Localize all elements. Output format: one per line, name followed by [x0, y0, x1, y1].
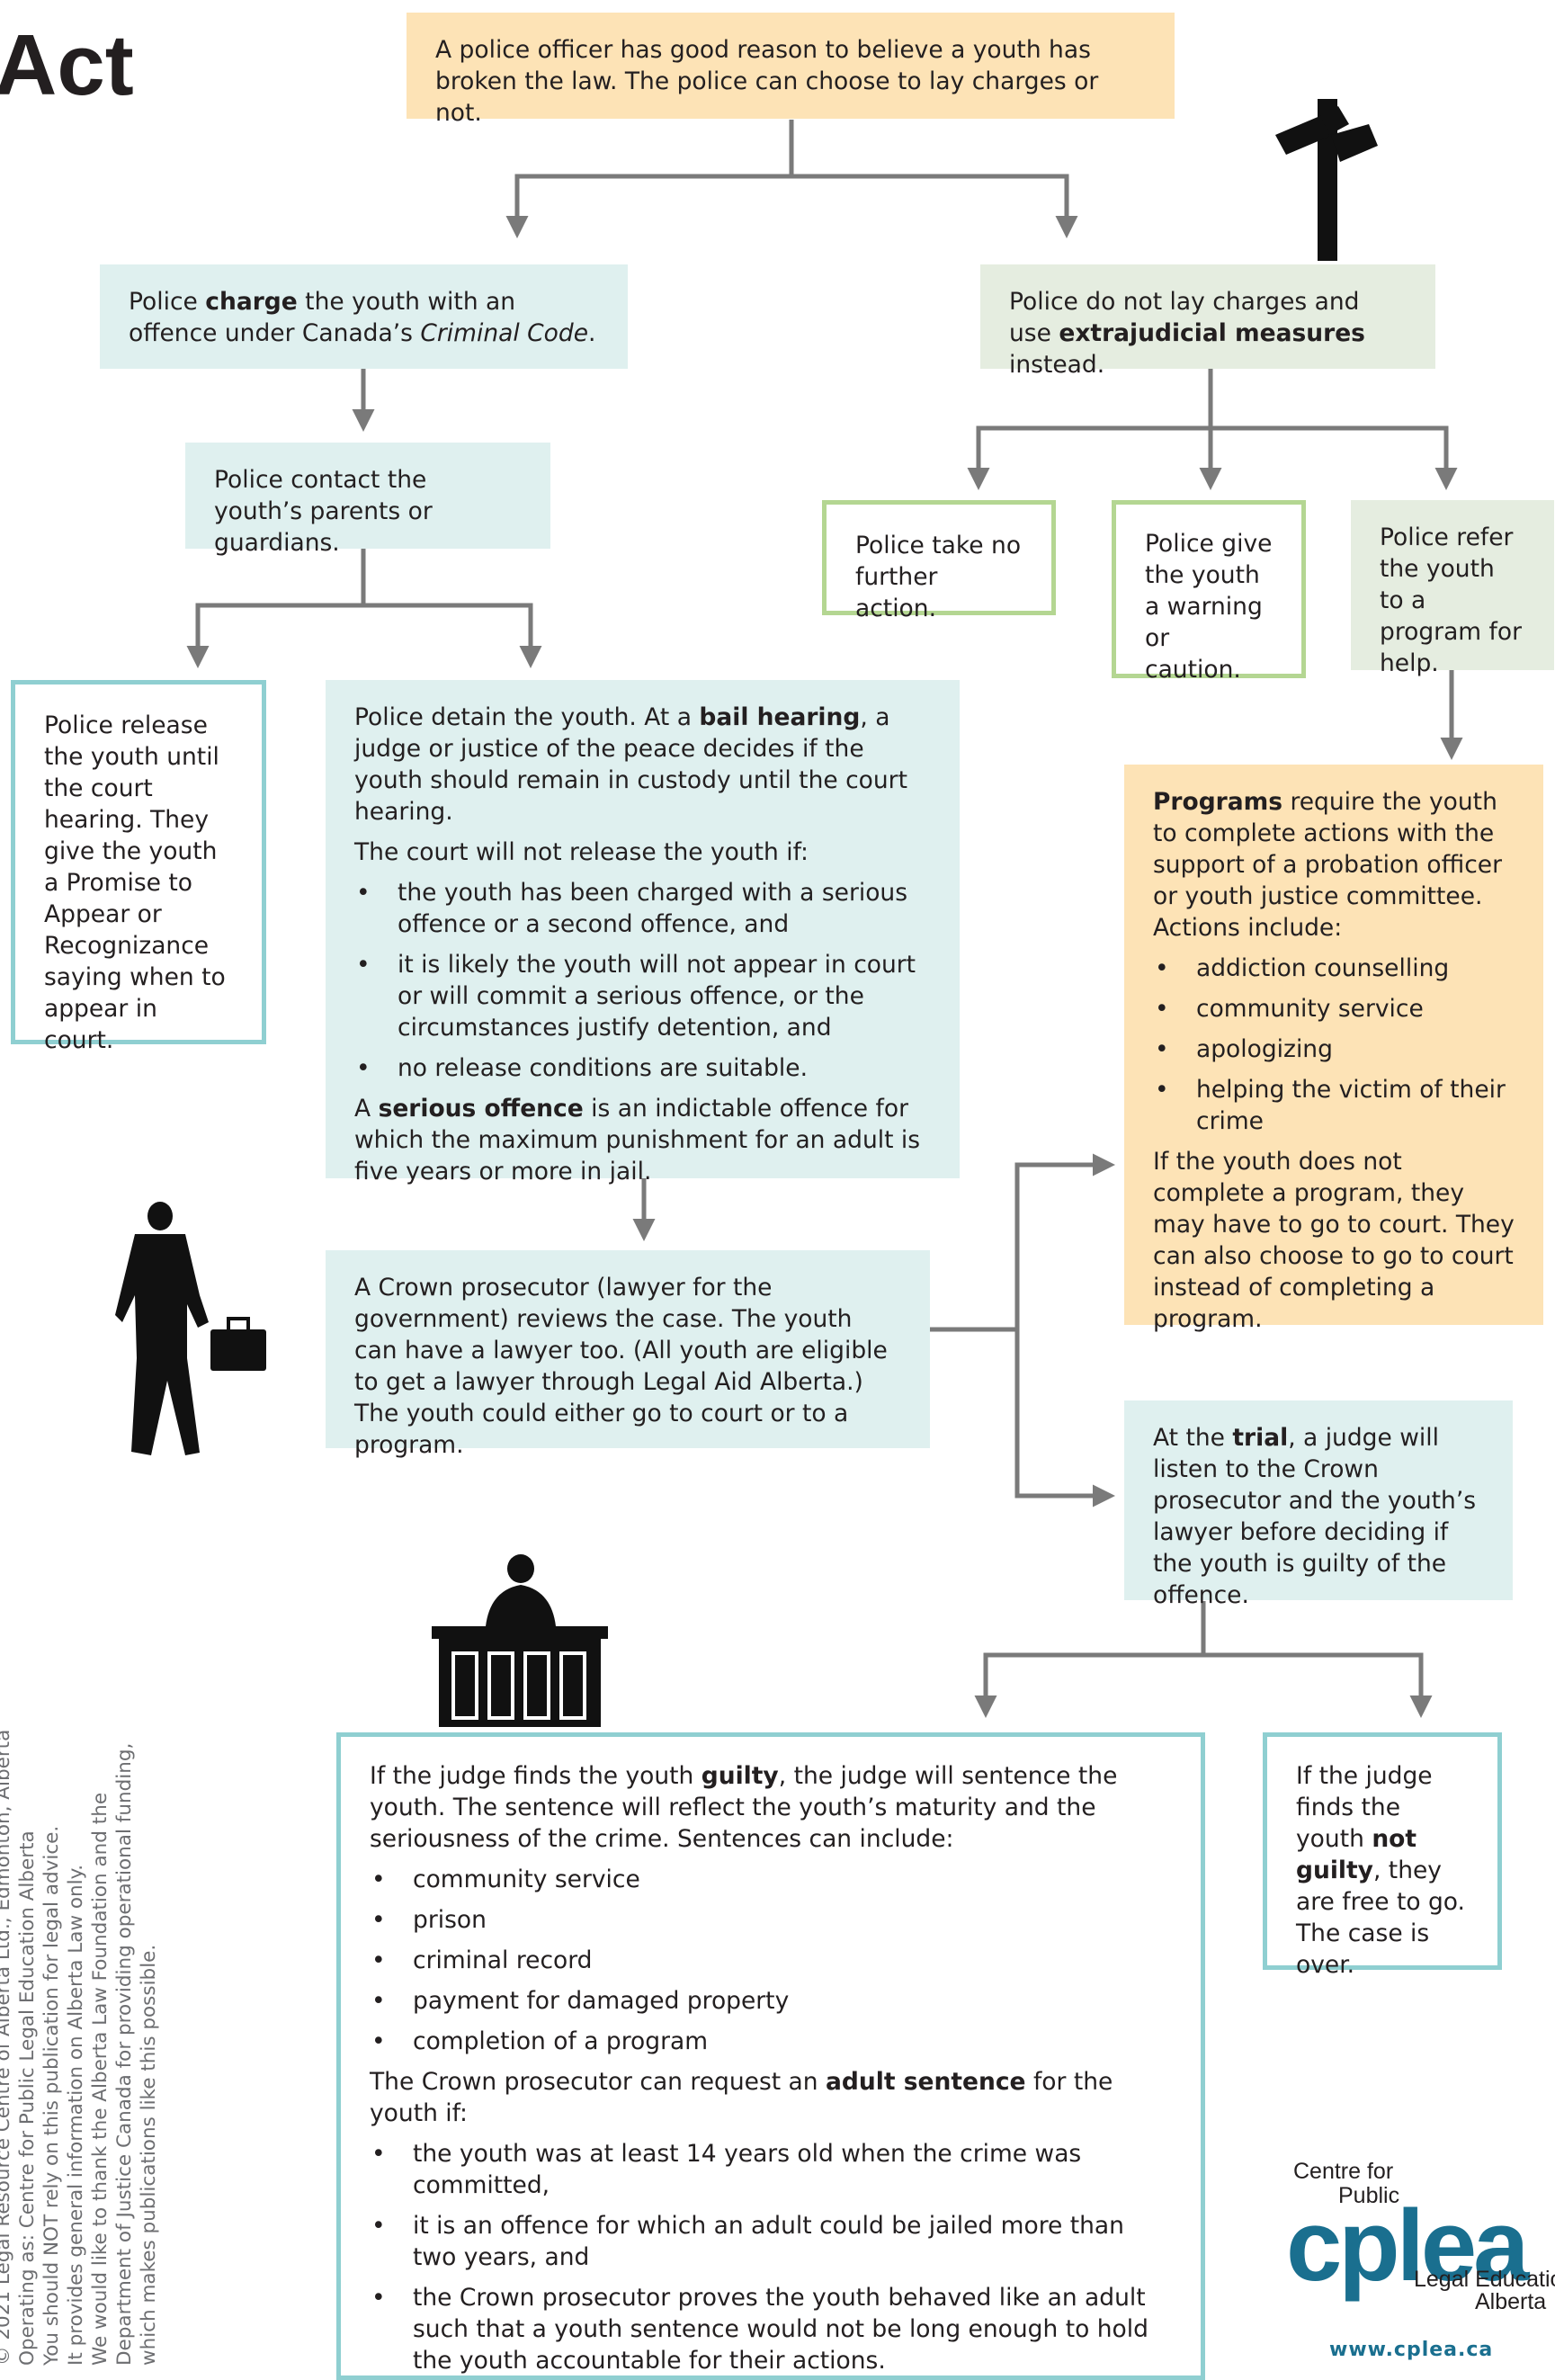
no-action-text: Police take no further action. — [855, 532, 1022, 622]
no-charge-box: Police do not lay charges and use extraj… — [980, 264, 1435, 379]
list-item: addiction counselling — [1153, 953, 1515, 984]
list-item: apologizing — [1153, 1033, 1515, 1065]
judge-bench-icon — [432, 1554, 608, 1727]
adult-sentence-lead: The Crown prosecutor can request an adul… — [370, 2068, 1113, 2127]
sidebar-line: Department of Justice Canada for providi… — [113, 1742, 136, 2366]
programs-box: Programs require the youth to complete a… — [1124, 765, 1543, 1333]
not-guilty-text: If the judge finds the youth not guilty,… — [1296, 1762, 1465, 1979]
sidebar-line: It provides general information on Alber… — [65, 1864, 87, 2366]
lawyer-figure-icon — [115, 1202, 266, 1455]
logo-line2: Public — [1338, 2183, 1399, 2208]
list-item: it is an offence for which an adult coul… — [370, 2210, 1172, 2273]
contact-box: Police contact the youth’s parents or gu… — [185, 443, 550, 557]
programs-intro: Programs require the youth to complete a… — [1153, 788, 1502, 942]
release-text: Police release the youth until the court… — [44, 711, 226, 1054]
list-item: prison — [370, 1904, 1172, 1936]
list-item: no release conditions are suitable. — [354, 1052, 931, 1084]
adult-sentence-bullets: the youth was at least 14 years old when… — [370, 2138, 1172, 2376]
logo-line3: Legal Education — [1414, 2267, 1555, 2292]
list-item: community service — [370, 1864, 1172, 1895]
serious-offence-definition: A serious offence is an indictable offen… — [354, 1095, 921, 1186]
sidebar-line: Operating as: Centre for Public Legal Ed… — [16, 1830, 39, 2366]
refer-text: Police refer the youth to a program for … — [1380, 523, 1522, 677]
list-item: the Crown prosecutor proves the youth be… — [370, 2282, 1172, 2376]
list-item: it is likely the youth will not appear i… — [354, 949, 931, 1043]
website-link[interactable]: www.cplea.ca — [1329, 2339, 1494, 2361]
guilty-intro: If the judge finds the youth guilty, the… — [370, 1762, 1118, 1853]
sidebar-line: You should NOT rely on this publication … — [40, 1825, 63, 2366]
trial-text: At the trial, a judge will listen to the… — [1153, 1424, 1477, 1609]
trial-box: At the trial, a judge will listen to the… — [1124, 1400, 1513, 1609]
list-item: the youth was at least 14 years old when… — [370, 2138, 1172, 2201]
signpost-icon — [1275, 99, 1378, 261]
detain-bullets: the youth has been charged with a seriou… — [354, 877, 931, 1084]
sidebar-line: which makes publications like this possi… — [138, 1944, 160, 2366]
cplea-logo: Centre for Public cplea Legal Education … — [1286, 2159, 1555, 2314]
start-box: A police officer has good reason to beli… — [407, 13, 1175, 127]
refer-box: Police refer the youth to a program for … — [1351, 500, 1554, 677]
crown-box: A Crown prosecutor (lawyer for the gover… — [326, 1250, 930, 1459]
detain-lead: The court will not release the youth if: — [354, 838, 809, 866]
warning-text: Police give the youth a warning or cauti… — [1145, 530, 1273, 684]
charge-box: Police charge the youth with an offence … — [100, 264, 628, 369]
contact-text: Police contact the youth’s parents or gu… — [214, 466, 433, 557]
copyright-sidebar: © 2021 Legal Resource Centre of Alberta … — [0, 1520, 161, 2366]
crown-text: A Crown prosecutor (lawyer for the gover… — [354, 1274, 888, 1459]
list-item: completion of a program — [370, 2026, 1172, 2057]
programs-bullets: addiction counselling community service … — [1153, 953, 1515, 1137]
warning-box: Police give the youth a warning or cauti… — [1112, 500, 1306, 684]
not-guilty-box: If the judge finds the youth not guilty,… — [1263, 1732, 1502, 1979]
list-item: helping the victim of their crime — [1153, 1074, 1515, 1137]
detain-intro: Police detain the youth. At a bail heari… — [354, 703, 907, 826]
no-action-box: Police take no further action. — [822, 500, 1056, 622]
page-title-fragment: Act — [0, 17, 134, 113]
list-item: criminal record — [370, 1945, 1172, 1976]
detain-box: Police detain the youth. At a bail heari… — [326, 680, 960, 1186]
logo-line4: Alberta — [1475, 2289, 1546, 2314]
start-text: A police officer has good reason to beli… — [435, 36, 1099, 127]
logo-line1: Centre for — [1293, 2159, 1393, 2184]
no-charge-text: Police do not lay charges and use extraj… — [1009, 288, 1365, 379]
sentence-bullets: community service prison criminal record… — [370, 1864, 1172, 2057]
list-item: the youth has been charged with a seriou… — [354, 877, 931, 940]
logo-wordmark: cplea — [1286, 2189, 1530, 2302]
sidebar-line: We would like to thank the Alberta Law F… — [89, 1792, 112, 2366]
programs-outro: If the youth does not complete a program… — [1153, 1148, 1515, 1333]
release-box: Police release the youth until the court… — [11, 680, 266, 1054]
charge-text: Police charge the youth with an offence … — [129, 288, 596, 347]
guilty-box: If the judge finds the youth guilty, the… — [336, 1732, 1205, 2380]
list-item: payment for damaged property — [370, 1985, 1172, 2017]
sidebar-line: © 2021 Legal Resource Centre of Alberta … — [0, 1729, 14, 2366]
list-item: community service — [1153, 993, 1515, 1024]
